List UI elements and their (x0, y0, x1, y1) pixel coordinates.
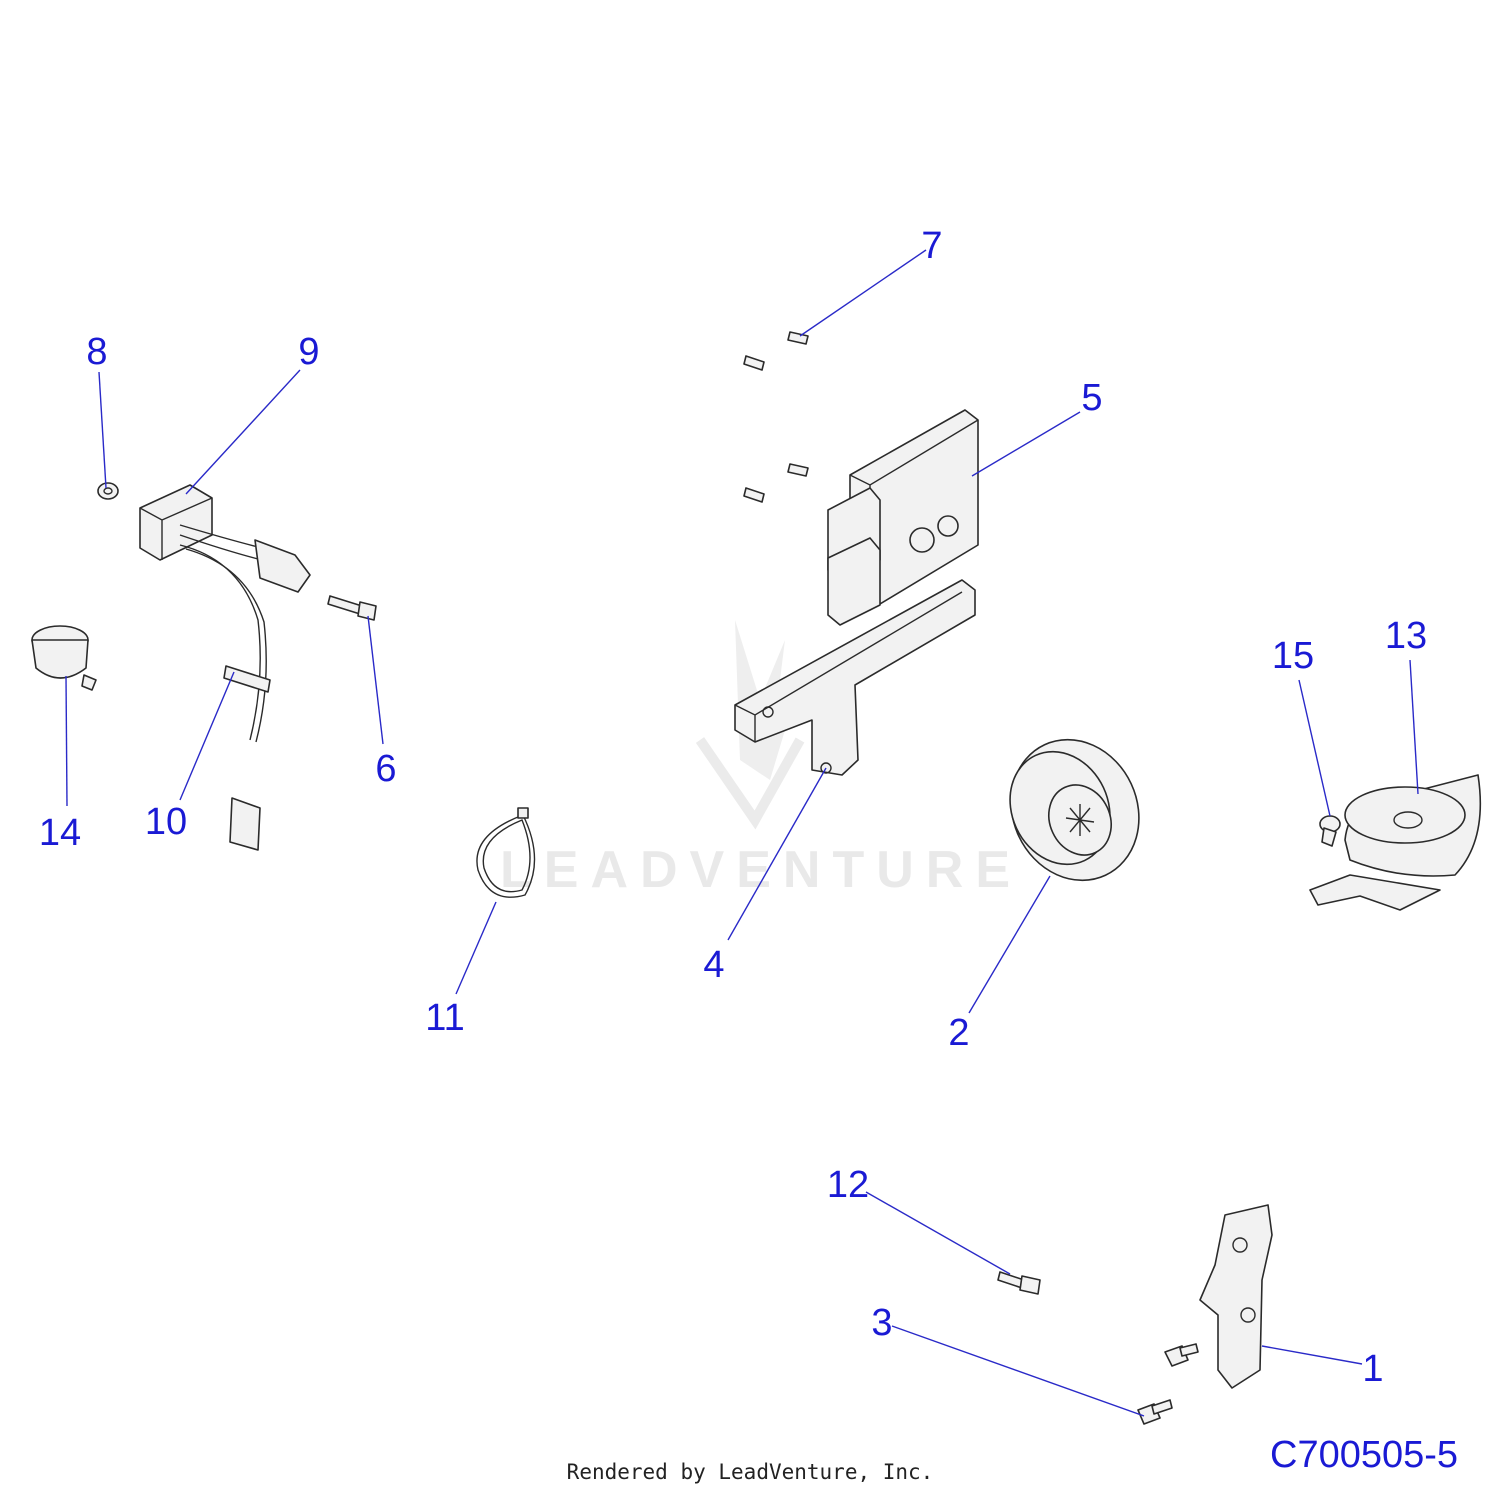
callout-12[interactable]: 12 (827, 1164, 869, 1206)
leader-lines (65, 249, 1419, 1417)
callout-numbers: 1 2 3 4 5 6 7 8 9 10 11 12 13 14 15 (39, 225, 1427, 1390)
callout-15[interactable]: 15 (1272, 635, 1314, 677)
callout-11[interactable]: 11 (425, 997, 464, 1039)
callout-3[interactable]: 3 (871, 1302, 892, 1344)
leader-12 (865, 1191, 1011, 1275)
leader-7 (799, 249, 927, 337)
part-8-nut[interactable] (97, 482, 119, 500)
part-5-ecu[interactable] (827, 409, 979, 626)
leader-8 (98, 371, 107, 489)
watermark: LEADVENTURE (500, 620, 1022, 899)
leader-13 (1409, 659, 1419, 795)
leader-14 (65, 675, 68, 807)
part-6-bolt[interactable] (327, 595, 377, 621)
callout-8[interactable]: 8 (86, 331, 107, 373)
callout-14[interactable]: 14 (39, 812, 81, 854)
leader-9 (185, 369, 301, 495)
part-13-horn[interactable] (1309, 774, 1482, 911)
part-2-grommet[interactable] (988, 719, 1161, 902)
part-15-screw[interactable] (1319, 815, 1341, 847)
callout-10[interactable]: 10 (145, 801, 187, 843)
leader-11 (455, 901, 497, 995)
leader-10 (179, 671, 235, 801)
callout-6[interactable]: 6 (375, 748, 396, 790)
callout-13[interactable]: 13 (1385, 615, 1427, 657)
callout-7[interactable]: 7 (921, 225, 942, 267)
callout-2[interactable]: 2 (948, 1012, 969, 1054)
footer-credit: Rendered by LeadVenture, Inc. (566, 1460, 934, 1484)
part-3-bolt[interactable] (1137, 1399, 1173, 1425)
part-4-bracket[interactable] (734, 579, 976, 776)
part-1-bracket[interactable] (1164, 1204, 1273, 1389)
diagram-code: C700505-5 (1270, 1434, 1459, 1476)
leader-15 (1298, 679, 1331, 817)
callout-9[interactable]: 9 (298, 331, 319, 373)
part-9-harness[interactable] (139, 484, 311, 851)
callout-4[interactable]: 4 (703, 944, 724, 986)
callout-1[interactable]: 1 (1362, 1348, 1383, 1390)
part-14-flasher[interactable] (31, 625, 97, 691)
leader-4 (727, 767, 827, 941)
leader-6 (367, 615, 384, 745)
part-7-screws[interactable] (743, 331, 809, 503)
leader-1 (1261, 1345, 1363, 1365)
watermark-text: LEADVENTURE (500, 841, 1022, 899)
leader-5 (971, 411, 1081, 477)
part-12-bolt[interactable] (997, 1271, 1041, 1295)
leader-2 (968, 875, 1051, 1014)
callout-5[interactable]: 5 (1081, 377, 1102, 419)
leader-3 (891, 1325, 1145, 1417)
part-11-cable-tie[interactable] (476, 807, 536, 898)
